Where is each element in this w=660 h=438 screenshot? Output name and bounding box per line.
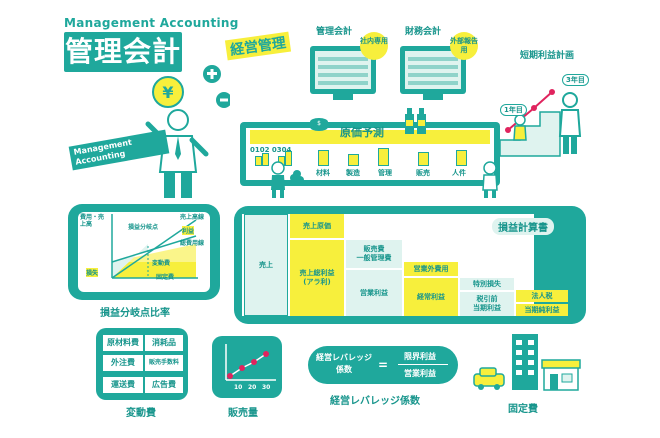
be-bep: 損益分岐点 — [128, 224, 159, 231]
be-ylabel: 費用・売上高 — [80, 214, 105, 228]
sales-tick-1: 10 — [234, 384, 243, 391]
year3-label: 3年目 — [562, 74, 589, 86]
sales-line-chart — [225, 344, 276, 381]
pl-special-loss: 特別損失 — [460, 278, 514, 290]
keiei-kanri-tag: 経営管理 — [224, 31, 292, 61]
building-icon — [512, 334, 538, 390]
pl-net: 当期純利益 — [516, 304, 568, 316]
coin-stack-icon: $ — [310, 118, 328, 131]
worker-right-icon — [482, 161, 498, 198]
pl-title: 損益計算書 — [492, 218, 554, 235]
sales-panel — [212, 336, 282, 398]
leverage-caption: 経営レバレッジ係数 — [330, 396, 420, 407]
svg-text:$: $ — [317, 120, 321, 127]
tanki-label: 短期利益計画 — [520, 51, 575, 61]
yen-coin-icon — [152, 76, 184, 108]
bottles-icon — [405, 108, 426, 134]
sales-tick-2: 20 — [248, 384, 257, 391]
be-fixed: 固定費 — [156, 274, 175, 281]
vc-item-6: 広告費 — [144, 376, 184, 394]
pl-pretax: 税引前 当期利益 — [460, 292, 514, 316]
be-profit: 利益 — [182, 226, 195, 235]
vc-item-3: 外注費 — [102, 354, 144, 372]
vc-item-5: 運送費 — [102, 376, 144, 394]
genka-board — [240, 122, 500, 186]
be-sales-line: 売上高線 — [180, 214, 205, 221]
genka-cat-3: 管理 — [378, 169, 392, 177]
leverage-eq: = — [378, 358, 389, 372]
fixed-costs-illustration — [473, 334, 581, 391]
pl-gross: 売上総利益 (アラ利) — [290, 240, 344, 316]
shop-icon — [543, 365, 579, 391]
leverage-den: 営業利益 — [404, 369, 436, 378]
variable-costs-caption: 変動費 — [126, 408, 156, 419]
fixed-costs-caption: 固定費 — [508, 404, 538, 415]
leverage-panel — [308, 346, 458, 384]
zaimu-badge: 外部報告用 — [450, 32, 478, 60]
pl-sga: 販売費 一般管理費 — [346, 240, 402, 268]
pl-tax: 法人税 — [516, 290, 568, 302]
zaimu-monitor — [400, 46, 466, 94]
pl-op: 営業利益 — [346, 270, 402, 316]
genka-dates: 0102 0304 — [250, 146, 292, 154]
genka-cat-4: 販売 — [416, 169, 430, 177]
stairs-growth-icon — [499, 89, 582, 157]
genka-title: 原価予測 — [340, 126, 384, 139]
vc-item-2: 消耗品 — [144, 334, 184, 352]
kanri-badge: 社内専用 — [360, 32, 388, 60]
be-variable: 変動費 — [152, 260, 171, 267]
breakeven-chart — [111, 214, 198, 279]
genka-title-bar — [250, 130, 490, 144]
kanri-kaikei-label: 管理会計 — [316, 27, 353, 37]
manager-figure: ¥ — [145, 65, 230, 198]
header-title-en: Management Accounting — [64, 16, 239, 30]
pl-cogs: 売上原価 — [290, 214, 344, 238]
sales-tick-3: 30 — [262, 384, 271, 391]
pl-uriage: 売上 — [244, 214, 288, 316]
vc-item-4: 販売手数料 — [144, 354, 184, 372]
leverage-left: 経営レバレッジ 係数 — [316, 353, 372, 374]
zaimu-kaikei-label: 財務会計 — [405, 27, 442, 37]
genka-cat-1: 材料 — [316, 169, 330, 177]
be-total-cost: 総費用線 — [180, 240, 205, 247]
sales-caption: 販売量 — [228, 408, 258, 419]
vc-item-1: 原材料費 — [102, 334, 144, 352]
genka-cat-2: 製造 — [346, 169, 360, 177]
pl-ordinary: 経常利益 — [404, 278, 458, 316]
year1-label: 1年目 — [500, 104, 527, 116]
leverage-num: 限界利益 — [404, 352, 436, 361]
genka-cat-5: 人件 — [452, 169, 466, 177]
breakeven-caption: 損益分岐点比率 — [100, 308, 170, 319]
worker-left-icon — [271, 161, 304, 198]
pl-nonop: 営業外費用 — [404, 262, 458, 276]
be-loss: 損失 — [86, 268, 99, 277]
header-title-jp: 管理会計 — [64, 32, 182, 72]
svg-text:¥: ¥ — [162, 83, 173, 102]
